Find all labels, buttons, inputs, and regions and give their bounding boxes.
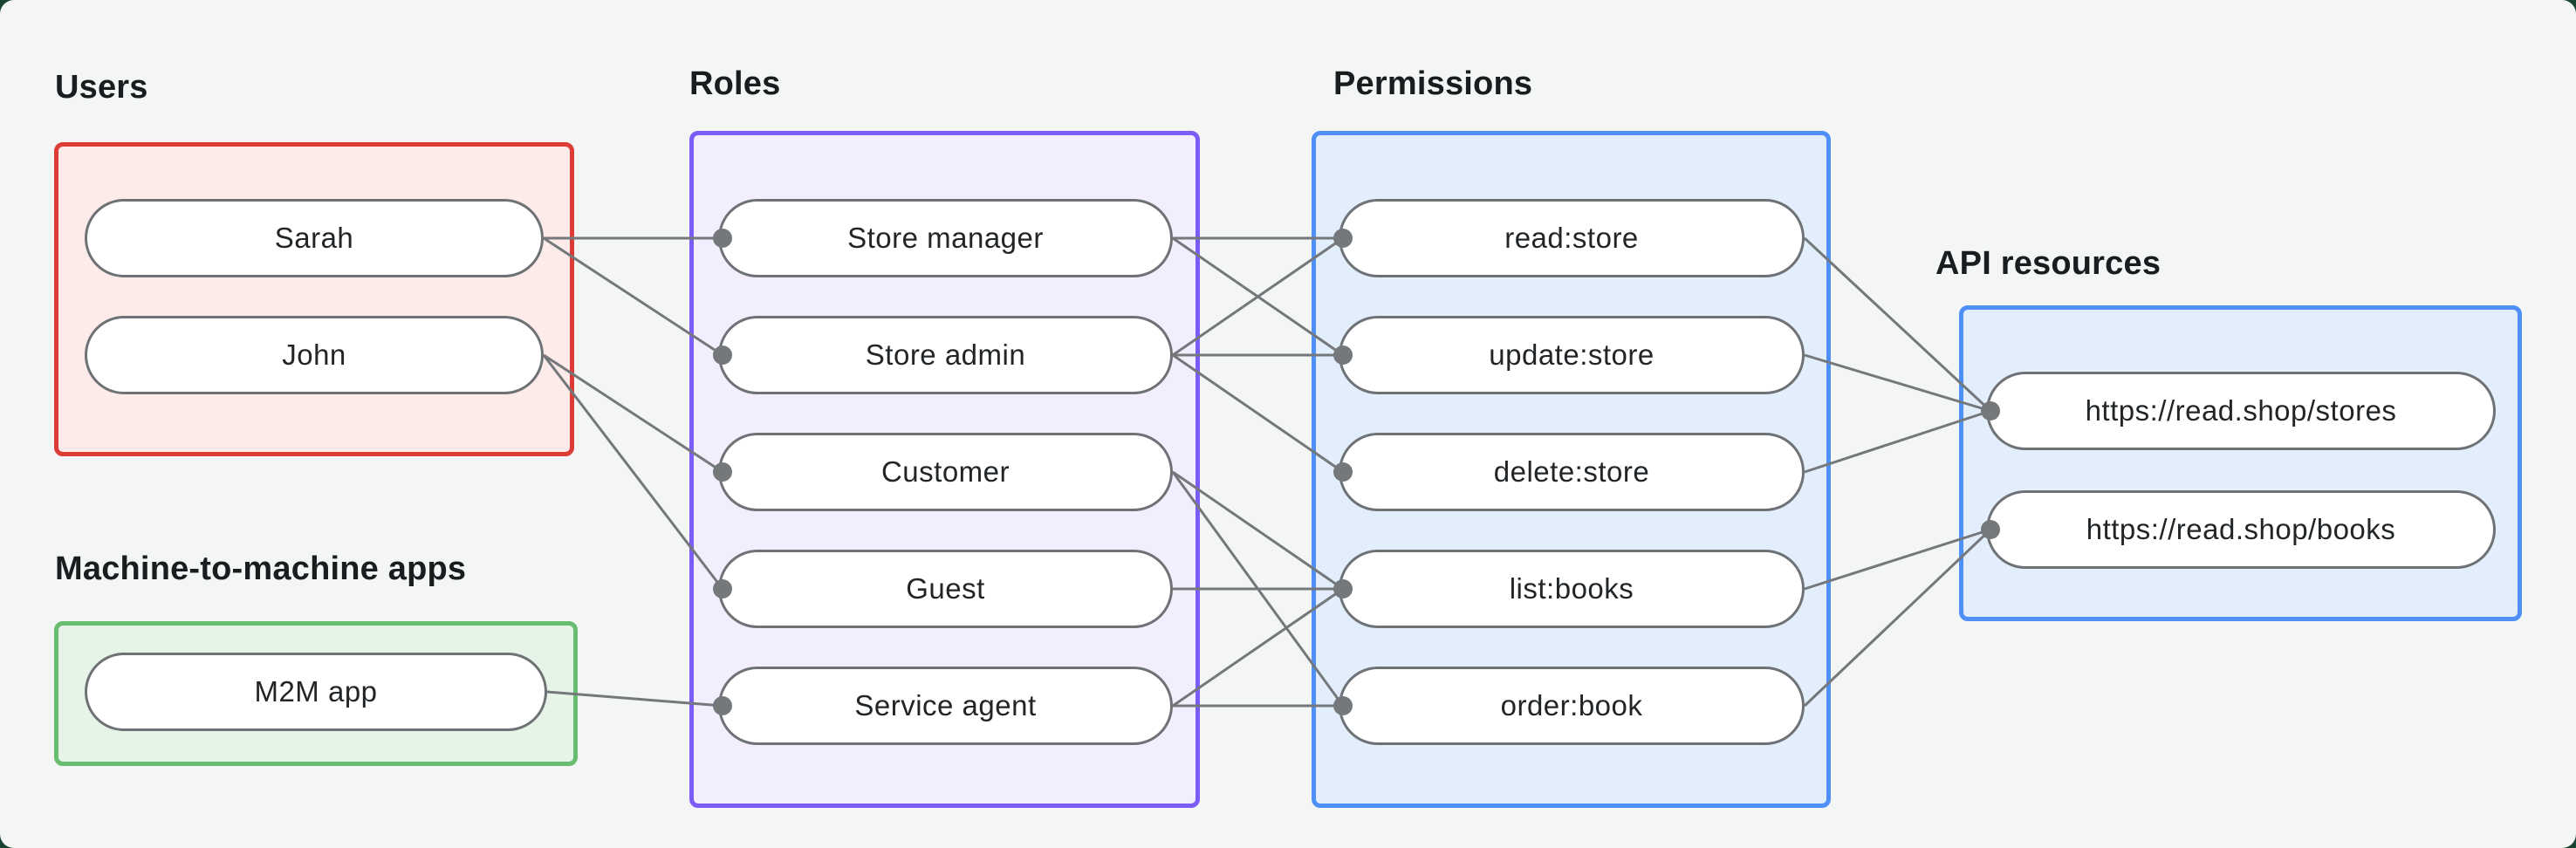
node-role-service-agent: Service agent — [718, 667, 1173, 745]
roles-column-label: Roles — [689, 65, 781, 102]
node-role-guest: Guest — [718, 550, 1173, 628]
node-role-customer: Customer — [718, 433, 1173, 511]
node-permission-read-store: read:store — [1339, 199, 1805, 277]
m2m-apps-column-label: Machine-to-machine apps — [55, 551, 467, 587]
node-role-store-admin: Store admin — [718, 316, 1173, 394]
node-user-john: John — [85, 316, 544, 394]
node-permission-delete-store: delete:store — [1339, 433, 1805, 511]
users-column-label: Users — [55, 69, 148, 106]
permissions-column-label: Permissions — [1333, 65, 1533, 102]
node-role-store-manager: Store manager — [718, 199, 1173, 277]
node-permission-order-book: order:book — [1339, 667, 1805, 745]
users-group-box — [54, 142, 574, 456]
api-resources-column-label: API resources — [1935, 245, 2162, 282]
node-api-resource-stores: https://read.shop/stores — [1986, 372, 2496, 450]
api-resources-group-box — [1959, 305, 2522, 621]
node-m2m-app: M2M app — [85, 653, 547, 731]
node-user-sarah: Sarah — [85, 199, 544, 277]
node-api-resource-books: https://read.shop/books — [1986, 490, 2496, 569]
node-permission-list-books: list:books — [1339, 550, 1805, 628]
node-permission-update-store: update:store — [1339, 316, 1805, 394]
